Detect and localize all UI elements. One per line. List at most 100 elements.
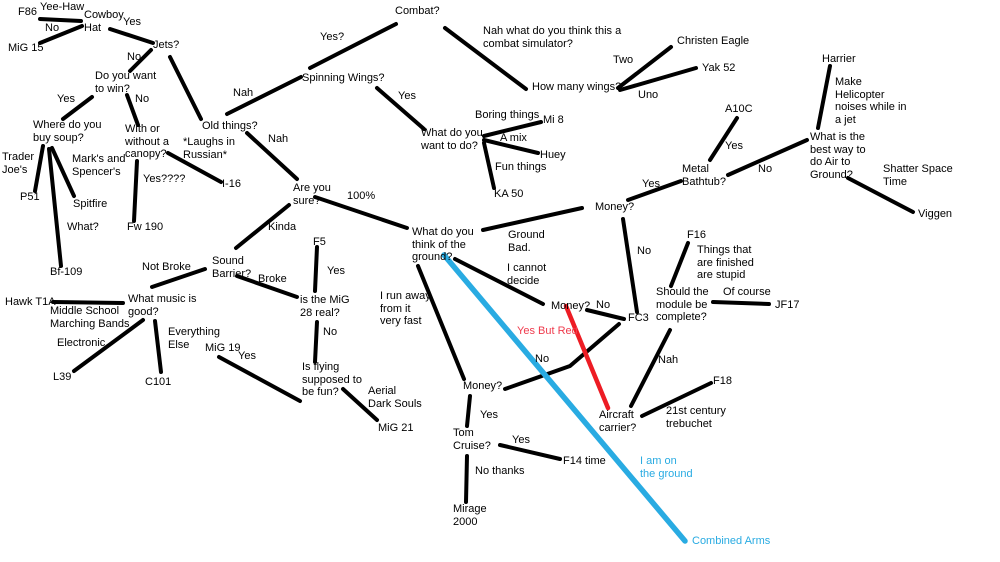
edge-old-things-spinning xyxy=(225,75,303,116)
label-yes-jets: Yes xyxy=(123,16,141,28)
label-tom-cruise: Tom Cruise? xyxy=(453,427,491,452)
label-f86: F86 xyxy=(18,6,37,18)
label-yes-but-red: Yes But Red xyxy=(517,325,578,337)
label-yes-mig19: Yes xyxy=(238,350,256,362)
edge-should-module-carrier xyxy=(629,328,672,408)
edge-best-atg-viggen xyxy=(846,176,915,214)
edge-ground-money-bottom xyxy=(416,264,466,381)
label-combined-arms: Combined Arms xyxy=(692,535,771,547)
edge-jets-want-to-win xyxy=(128,48,153,73)
edge-jets-old-things xyxy=(168,55,203,121)
edge-what-music-c101 xyxy=(153,319,163,374)
label-cowboy-hat: Cowboy Hat xyxy=(84,9,124,34)
label-no-fc3-bottom: No xyxy=(535,353,550,365)
label-nah-spinning: Nah xyxy=(233,87,254,99)
edge-tom-f14 xyxy=(498,443,562,461)
label-i16: I-16 xyxy=(222,178,241,190)
label-f16: F16 xyxy=(687,229,706,241)
edge-sound-barrier-mig28 xyxy=(235,274,299,299)
edge-spinning-combat xyxy=(308,22,398,70)
label-yes4: Yes???? xyxy=(143,173,186,185)
label-no-fc3-top: No xyxy=(637,245,652,257)
label-shatter-space-time: Shatter Space Time xyxy=(883,163,953,188)
edge-sound-barrier-what-music xyxy=(150,267,207,289)
label-mig15: MiG 15 xyxy=(8,42,44,54)
label-fw190: Fw 190 xyxy=(127,221,164,233)
edge-wings-yak52 xyxy=(618,66,698,92)
label-f14-time: F14 time xyxy=(563,455,606,467)
edge-tom-mirage xyxy=(464,454,469,504)
edge-money-bottom-tom xyxy=(465,394,472,428)
edge-metal-a10c xyxy=(708,116,739,162)
label-l39: L39 xyxy=(53,371,72,383)
label-jf17: JF17 xyxy=(775,299,800,311)
label-boring-things: Boring things xyxy=(475,109,540,121)
label-fc3: FC3 xyxy=(628,312,649,324)
edge-money-mid-carrier-red xyxy=(563,303,611,411)
label-want-to-win: Do you want to win? xyxy=(95,70,157,95)
label-huey: Huey xyxy=(540,149,566,161)
label-want-to-do: What do you want to do? xyxy=(421,127,483,152)
label-a-mix: A mix xyxy=(500,132,527,144)
edge-mig19-is-flying xyxy=(217,355,302,403)
label-electronic: Electronic xyxy=(57,337,106,349)
label-sound-barrier: Sound Barrier? xyxy=(212,255,252,280)
edge-carrier-f18 xyxy=(640,381,713,418)
edge-laughs-i16 xyxy=(166,151,223,184)
label-is-flying: Is flying supposed to be fun? xyxy=(302,361,362,398)
label-mig28: is the MiG 28 real? xyxy=(300,294,350,319)
label-no-metal: No xyxy=(758,163,773,175)
label-nah-carrier: Nah xyxy=(658,354,679,366)
label-two: Two xyxy=(613,54,634,66)
edge-canopy-fw190 xyxy=(132,159,139,223)
edge-hat-jets xyxy=(108,27,155,45)
label-what-soup: What? xyxy=(67,221,99,233)
label-nah-combat-sim: Nah what do you think this a combat simu… xyxy=(483,25,622,50)
label-fun-things: Fun things xyxy=(495,161,547,173)
label-yak52: Yak 52 xyxy=(702,62,736,74)
label-ka50: KA 50 xyxy=(494,188,524,200)
label-viggen: Viggen xyxy=(918,208,953,220)
label-no-fc3-mid: No xyxy=(596,299,611,311)
label-laughs: *Laughs in Russian* xyxy=(183,136,235,161)
edge-money-mid-fc3 xyxy=(585,308,626,321)
label-mig21: MiG 21 xyxy=(378,422,414,434)
label-yee-haw: Yee-Haw xyxy=(40,1,85,13)
label-yes-spinning: Yes xyxy=(398,90,416,102)
label-no-win: No xyxy=(135,93,150,105)
label-nah-sure: Nah xyxy=(268,133,289,145)
edge-ground-money-mid xyxy=(453,257,545,306)
label-uno: Uno xyxy=(638,89,659,101)
label-combat: Combat? xyxy=(395,5,440,17)
edge-spinning-want-to-do xyxy=(375,86,426,131)
edge-money-top-fc3 xyxy=(621,217,639,314)
label-trader-joes: Trader Joe's xyxy=(2,151,34,176)
label-yes-f5: Yes xyxy=(327,265,345,277)
label-kinda: Kinda xyxy=(268,221,297,233)
label-middle-school: Middle School Marching Bands xyxy=(50,305,130,330)
label-c101: C101 xyxy=(145,376,172,388)
label-bf109: Bf-109 xyxy=(50,266,83,278)
label-no-jets: No xyxy=(127,51,142,63)
label-things-finished: Things that are finished are stupid xyxy=(697,244,754,281)
label-should-module: Should the module be complete? xyxy=(656,286,709,323)
label-make-heli-noises: Make Helicopter noises while in a jet xyxy=(835,76,907,126)
label-aerial-dark-souls: Aerial Dark Souls xyxy=(368,385,422,410)
edge-f86-cowboy-hat xyxy=(38,17,83,23)
edge-f16-should-module xyxy=(669,241,690,288)
edge-win-soup xyxy=(61,95,94,121)
label-canopy: With or without a canopy? xyxy=(125,123,170,160)
label-soup: Where do you buy soup? xyxy=(33,119,102,144)
label-ground-bad: Ground Bad. xyxy=(508,229,545,254)
label-not-broke: Not Broke xyxy=(142,261,191,273)
label-metal-bathtub: Metal Bathtub? xyxy=(682,163,727,188)
label-how-many-wings: How many wings? xyxy=(532,81,622,93)
edge-best-atg-harrier xyxy=(816,64,832,130)
label-old-things: Old things? xyxy=(202,120,258,132)
label-money-mid: Money? xyxy=(551,300,591,312)
label-of-course: Of course xyxy=(723,286,771,298)
label-everything-else: Everything Else xyxy=(168,326,220,351)
label-trebuchet: 21st century trebuchet xyxy=(666,405,726,430)
